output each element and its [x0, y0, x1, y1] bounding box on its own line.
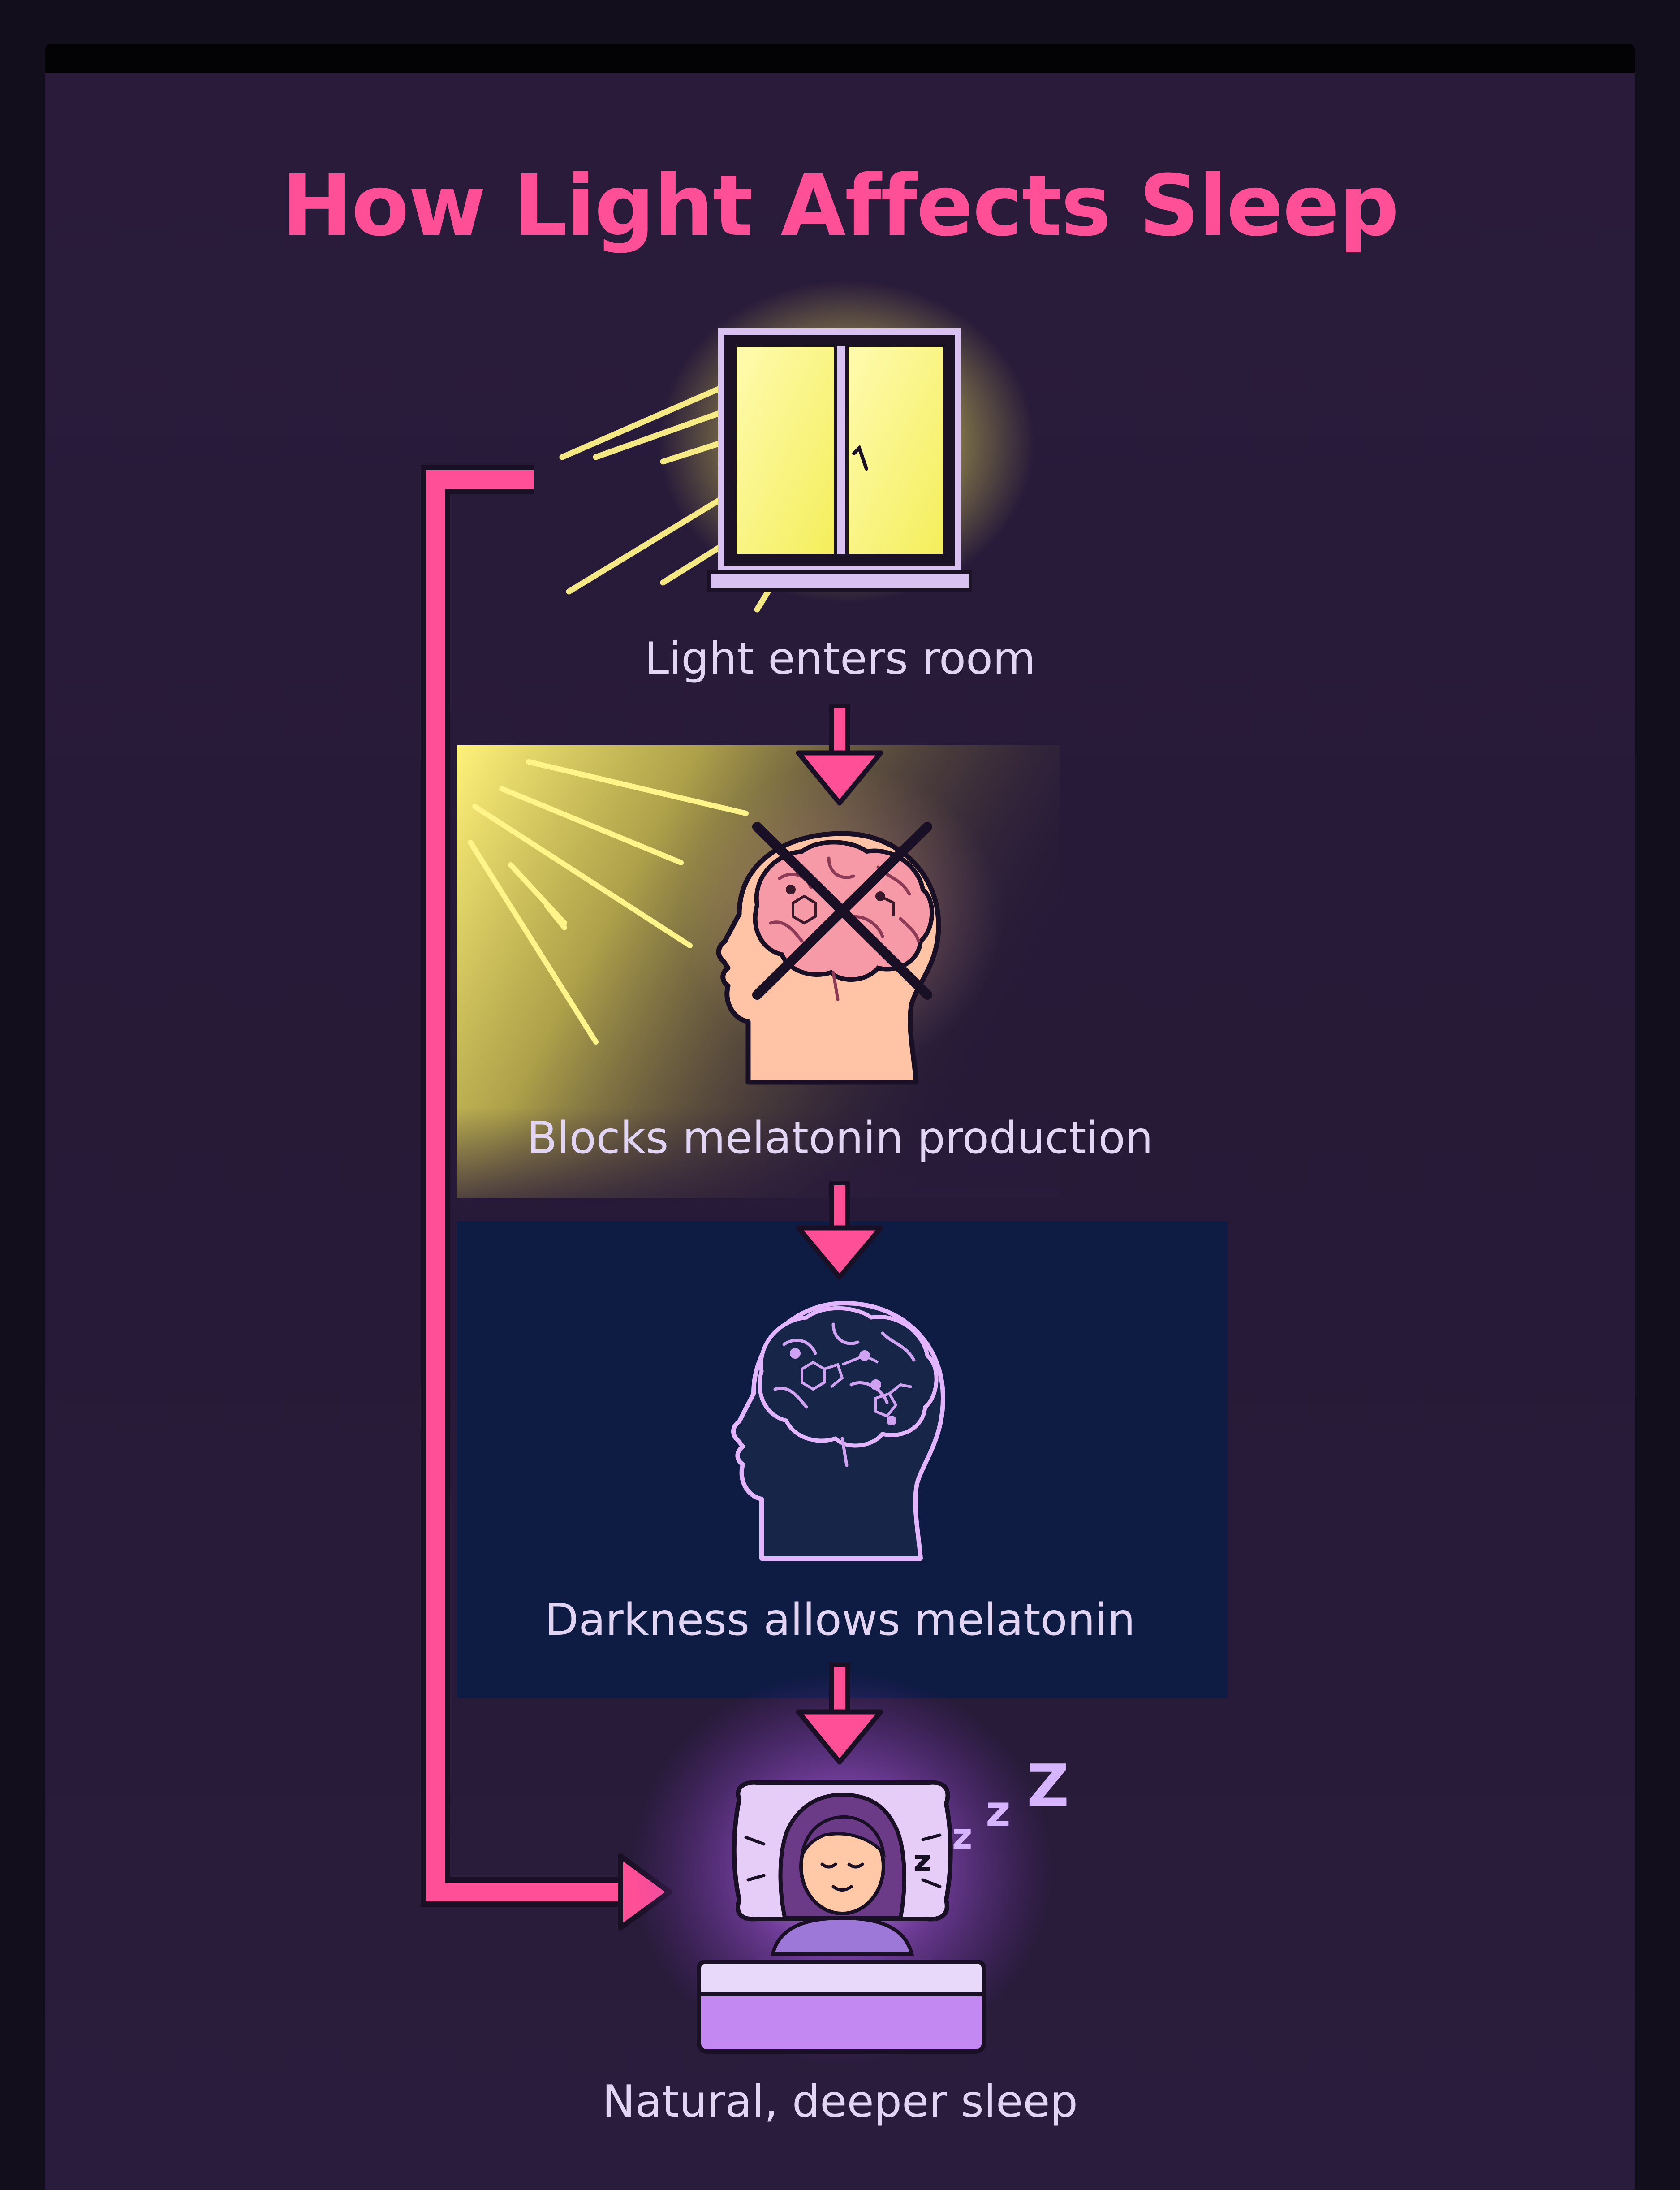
snore-letter-1: z [914, 1845, 930, 1878]
snore-letter-2: z [952, 1817, 972, 1857]
window-top-bar [45, 44, 1635, 73]
blocked-cross-icon [752, 822, 932, 1000]
snore-letter-3: z [986, 1786, 1011, 1836]
light-rays-2 [468, 759, 749, 1045]
down-arrows [796, 704, 883, 1765]
page-title: How Light Affects Sleep [281, 157, 1399, 255]
brain-blocked-icon [681, 766, 1004, 1085]
down-arrow-3 [796, 1663, 883, 1765]
snore-letters: z z z Z [913, 1752, 1069, 1879]
step-2-caption: Blocks melatonin production [527, 1113, 1153, 1164]
snore-letter-4: Z [1027, 1752, 1069, 1820]
step-4-caption: Natural, deeper sleep [602, 2076, 1078, 2127]
sleeping-person-icon [632, 1672, 1053, 2066]
window-icon [559, 280, 1035, 613]
step-1-caption: Light enters room [644, 633, 1036, 684]
down-arrow-2 [796, 1181, 883, 1280]
brain-melatonin-icon [731, 1301, 945, 1561]
bypass-arrow [421, 465, 672, 1931]
down-arrow-1 [796, 704, 883, 806]
step-3-caption: Darkness allows melatonin [545, 1594, 1135, 1646]
